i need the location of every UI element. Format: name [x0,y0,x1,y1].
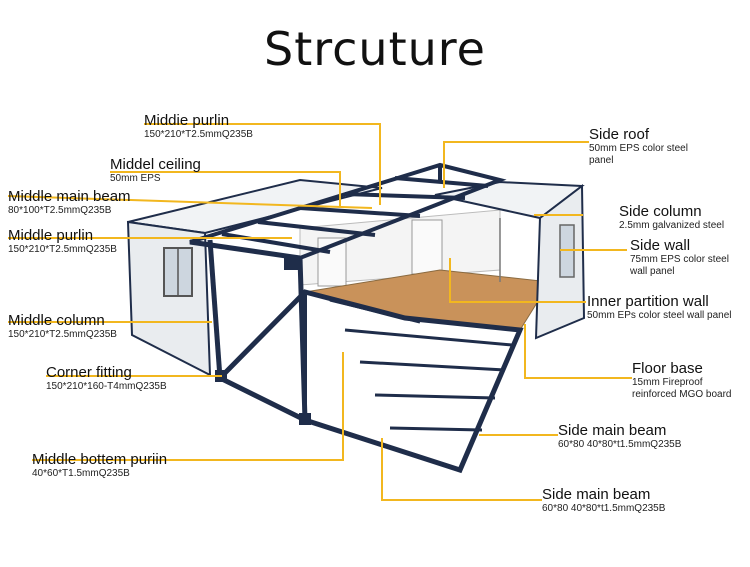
leader-middle-bottem-puriin [32,352,344,461]
roof-purlin-3 [299,206,421,218]
label-side-roof: Side roof 50mm EPS color steel panel [589,126,688,166]
label-side-main-beam-1: Side main beam 60*80 40*80*t1.5mmQ235B [558,422,682,450]
label-floor-base: Floor base 15mm Fireproof reinforced MGO… [632,360,732,400]
bottom-joist-5 [389,426,483,432]
label-side-wall: Side wall 75mm EPS color steel wall pane… [630,237,729,277]
label-side-column: Side column 2.5mm galvanized steel [619,203,725,231]
inner-door-right [411,219,443,275]
leader-side-roof [443,141,589,188]
leader-inner-partition-wall [449,258,586,303]
roof-purlin-5 [394,176,489,188]
label-middie-purlin: Middie purlin 150*210*T2.5mmQ235B [144,112,253,140]
leader-middel-ceiling [110,171,341,207]
bottom-joist-3 [359,360,506,372]
front-top-beam [189,239,301,261]
bottom-joist-2 [344,328,513,347]
label-middel-ceiling: Middel ceiling 50mm EPS [110,156,201,184]
label-middle-main-beam: Middle main beam 80*100*T2.5mmQ235B [8,188,131,216]
bottom-joist-4 [374,393,496,400]
label-side-main-beam-2: Side main beam 60*80 40*80*t1.5mmQ235B [542,486,666,514]
leader-floor-base [524,324,632,379]
front-column-left [207,239,223,379]
page-title: Strcuture [264,22,486,76]
leader-middie-purlin [144,123,381,205]
label-inner-partition-wall: Inner partition wall 50mm EPs color stee… [587,293,732,321]
label-middle-column: Middle column 150*210*T2.5mmQ235B [8,312,117,340]
leader-middle-main-beam [7,195,373,209]
label-middle-purlin: Middle purlin 150*210*T2.5mmQ235B [8,227,117,255]
label-middle-bottem-puriin: Middle bottem puriin 40*60*T1.5mmQ235B [32,451,168,479]
bottom-joist-1 [329,298,421,324]
roof-purlin-2 [257,220,376,237]
leader-side-main-beam-2 [381,438,542,501]
corner-fitting-3 [299,413,311,425]
leader-lines [7,123,632,501]
label-corner-fitting: Corner fitting 150*210*160-T4mmQ235B [46,364,167,392]
roof-purlin-4 [344,192,466,200]
corner-fitting-1 [284,256,298,270]
